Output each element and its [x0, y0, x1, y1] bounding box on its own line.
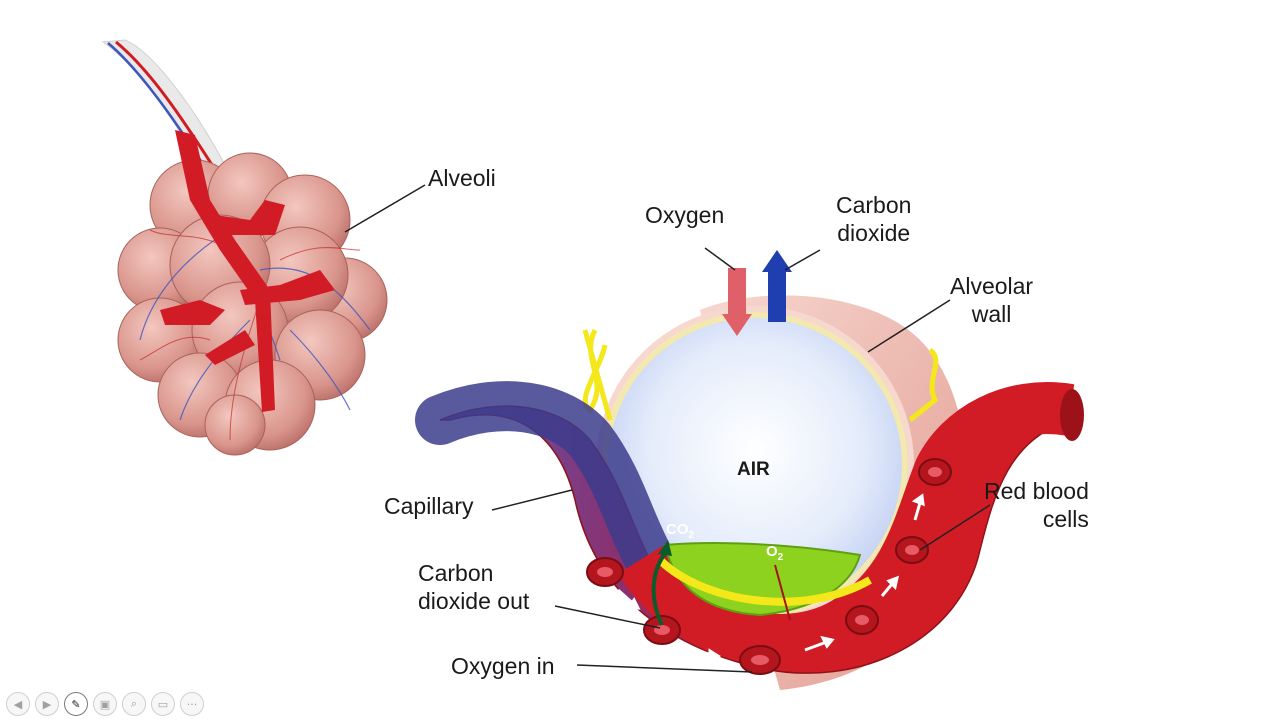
label-alveolar-wall-line1: Alveolar — [950, 273, 1034, 299]
label-alveolar-wall: Alveolar wall — [950, 272, 1033, 328]
label-capillary: Capillary — [384, 493, 474, 519]
label-oxygen-in: Oxygen in — [451, 653, 555, 679]
label-o2-chem: O2 — [766, 538, 783, 572]
pen-icon[interactable]: ✎ — [64, 692, 88, 716]
presentation-toolbar: ◀ ▶ ✎ ▣ ⌕ ▭ ··· — [6, 692, 204, 716]
co2-subscript: 2 — [688, 530, 695, 541]
label-air: AIR — [737, 459, 770, 480]
carbon-dioxide-arrow — [762, 250, 792, 322]
oxygen-arrow — [722, 268, 752, 336]
label-carbon-dioxide-out-line2: dioxide out — [418, 588, 530, 614]
previous-icon[interactable]: ◀ — [6, 692, 30, 716]
subtitles-icon[interactable]: ▭ — [151, 692, 175, 716]
co2-text: CO — [666, 521, 689, 538]
zoom-icon[interactable]: ⌕ — [122, 692, 146, 716]
label-carbon-dioxide-out-line1: Carbon — [418, 560, 494, 586]
label-red-blood-cells-line2: cells — [1042, 506, 1089, 532]
slides-icon[interactable]: ▣ — [93, 692, 117, 716]
o2-text: O — [766, 543, 778, 560]
leader-lines — [491, 247, 991, 673]
label-carbon-dioxide-line1: Carbon — [836, 192, 912, 218]
label-carbon-dioxide-line2: dioxide — [837, 220, 911, 246]
label-carbon-dioxide: Carbon dioxide — [836, 191, 911, 247]
label-alveolar-wall-line2: wall — [971, 301, 1012, 327]
next-icon[interactable]: ▶ — [35, 692, 59, 716]
co2-exchange-arrow — [651, 548, 670, 626]
alveolus-detail — [415, 250, 1084, 690]
label-oxygen: Oxygen — [645, 202, 725, 228]
label-red-blood-cells: Red blood cells — [984, 477, 1089, 533]
label-co2-chem: CO2 — [666, 516, 694, 550]
alveoli-leader — [344, 184, 426, 233]
more-icon[interactable]: ··· — [180, 692, 204, 716]
o2-subscript: 2 — [777, 552, 784, 563]
alveoli-cluster — [101, 39, 388, 456]
blood-flow-arrows — [616, 493, 925, 663]
label-red-blood-cells-line1: Red blood — [984, 478, 1089, 504]
label-alveoli: Alveoli — [428, 165, 496, 191]
label-carbon-dioxide-out: Carbon dioxide out — [418, 559, 529, 615]
